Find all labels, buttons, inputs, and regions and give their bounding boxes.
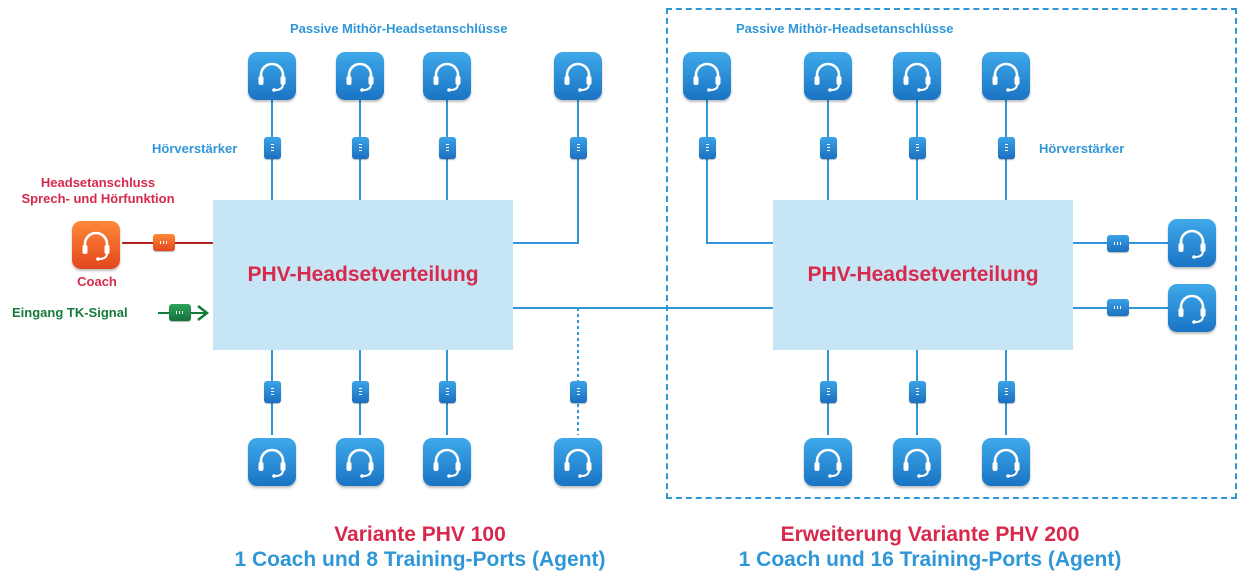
amplifier-icon [264,381,281,403]
caption-right-subtitle: 1 Coach und 16 Training-Ports (Agent) [738,548,1122,571]
headset-icon [336,52,384,100]
headset-icon [248,52,296,100]
hub-right-label: PHV-Headsetverteilung [807,263,1039,286]
headset-icon [1168,219,1216,267]
amplifier-icon [909,381,926,403]
caption-left-subtitle: 1 Coach und 8 Training-Ports (Agent) [234,548,606,571]
coach-port-title-line2: Sprech- und Hörfunktion [21,191,175,206]
headset-icon [804,52,852,100]
headset-icon [423,52,471,100]
headset-icon [248,438,296,486]
headset-icon [893,52,941,100]
amplifier-label-left: Hörverstärker [152,141,238,156]
amplifier-icon [909,137,926,159]
amplifier-icon [352,137,369,159]
hub-left: PHV-Headsetverteilung [213,200,513,350]
headset-icon [893,438,941,486]
amplifier-icon [570,137,587,159]
caption-left-title: Variante PHV 100 [334,523,506,546]
coach-port-title: Headsetanschluss Sprech- und Hörfunktion [21,175,174,207]
coach-port-title-line1: Headsetanschluss [40,175,156,190]
amplifier-icon [998,381,1015,403]
amplifier-label-right: Hörverstärker [1039,141,1125,156]
amplifier-icon [820,381,837,403]
headset-icon [1168,284,1216,332]
headset-icon [554,438,602,486]
headset-icon [336,438,384,486]
amplifier-icon [439,381,456,403]
headset-icon [683,52,731,100]
headset-icon [554,52,602,100]
hub-right: PHV-Headsetverteilung [773,200,1073,350]
amplifier-icon [699,137,716,159]
amplifier-icon [264,137,281,159]
signal-input-icon [169,304,191,321]
coach-amplifier-icon [153,234,175,251]
coach-headset-icon [72,221,120,269]
amplifier-icon [820,137,837,159]
headset-icon [982,52,1030,100]
passive-ports-label-left: Passive Mithör-Headsetanschlüsse [290,21,508,36]
caption-right-title: Erweiterung Variante PHV 200 [780,523,1080,546]
hub-left-label: PHV-Headsetverteilung [247,263,479,286]
amplifier-icon [570,381,587,403]
amplifier-icon [1107,299,1129,316]
amplifier-icon [1107,235,1129,252]
amplifier-icon [998,137,1015,159]
amplifier-icon [439,137,456,159]
input-signal-label: Eingang TK-Signal [12,305,128,320]
extension-dashed-frame [666,8,1237,499]
coach-label: Coach [77,274,117,289]
passive-ports-label-right: Passive Mithör-Headsetanschlüsse [736,21,954,36]
headset-icon [982,438,1030,486]
amplifier-icon [352,381,369,403]
headset-icon [804,438,852,486]
headset-icon [423,438,471,486]
